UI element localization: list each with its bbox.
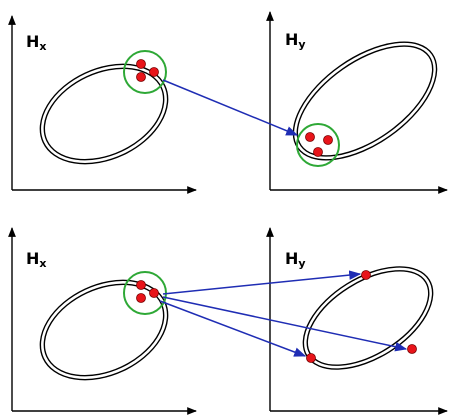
- data-point: [407, 344, 417, 354]
- neighborhood-circle: [123, 50, 167, 94]
- manifold-ellipse-inner: [43, 283, 165, 377]
- manifold-ellipse-inner: [296, 45, 434, 157]
- data-point: [313, 147, 323, 157]
- panel-top-left: Hx: [8, 15, 197, 194]
- data-point: [305, 132, 315, 142]
- data-point: [136, 280, 146, 290]
- panel-bottom-right: Hy: [266, 227, 448, 415]
- mapping-arrow: [159, 300, 307, 357]
- mapping-arrow: [162, 79, 299, 136]
- data-point: [323, 135, 333, 145]
- manifold-ellipse-inner: [43, 67, 165, 161]
- panel-title: Hx: [26, 249, 47, 270]
- panel-title: Hy: [285, 30, 306, 51]
- data-point: [136, 72, 146, 82]
- mapping-arrow: [162, 270, 362, 295]
- neighborhood-circle: [296, 123, 340, 167]
- manifold-ellipse-outer: [39, 63, 169, 165]
- panel-title: Hx: [26, 32, 47, 53]
- data-point: [149, 288, 159, 298]
- mapping-arrow: [162, 296, 408, 352]
- data-point: [136, 59, 146, 69]
- data-point: [149, 67, 159, 77]
- data-point: [306, 353, 316, 363]
- manifold-ellipse-outer: [302, 266, 434, 370]
- panel-bottom-left: Hx: [8, 227, 197, 415]
- data-point: [136, 293, 146, 303]
- data-point: [361, 270, 371, 280]
- panel-title: Hy: [285, 249, 306, 270]
- panel-top-right: Hy: [266, 11, 448, 194]
